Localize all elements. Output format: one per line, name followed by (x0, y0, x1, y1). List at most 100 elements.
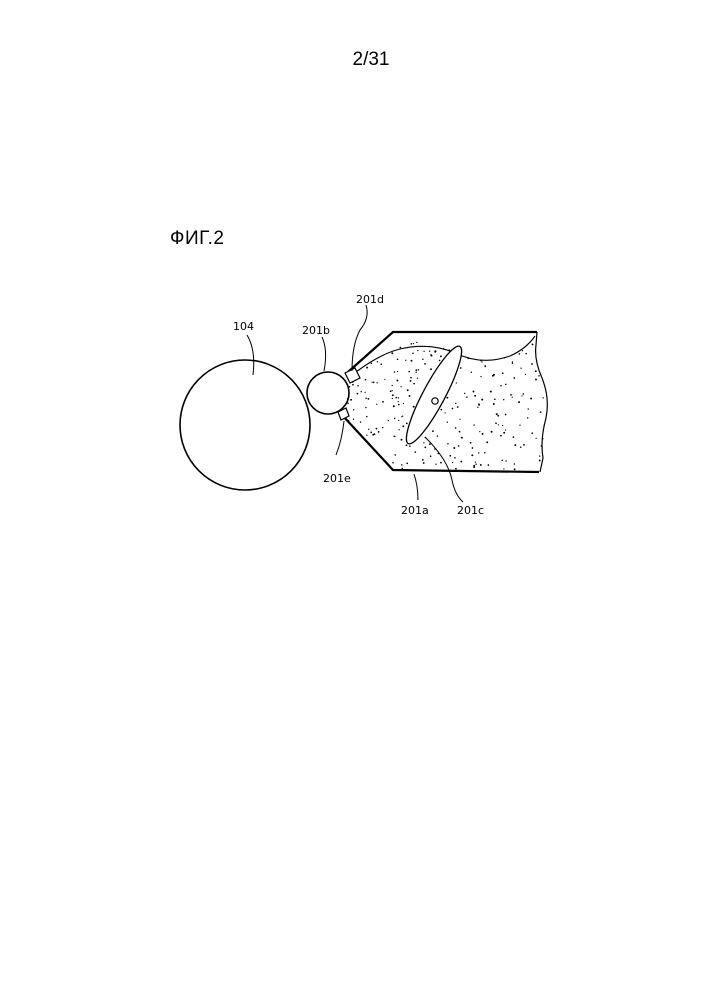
toner-dot (512, 361, 513, 362)
container-lower-wall (343, 416, 539, 472)
toner-dot (396, 397, 398, 399)
toner-dot (352, 384, 354, 386)
toner-dot (394, 371, 396, 373)
toner-dot (503, 399, 504, 400)
toner-dot (440, 409, 442, 411)
toner-dot (527, 417, 529, 419)
toner-dot (460, 367, 462, 369)
toner-dot (380, 363, 382, 365)
toner-dot (510, 394, 512, 396)
label-201e: 201e (323, 472, 351, 485)
toner-dot (411, 360, 413, 362)
toner-dot (503, 432, 505, 434)
toner-dot (392, 398, 393, 399)
toner-dot (475, 463, 476, 464)
toner-dot (447, 443, 449, 445)
leader-201a (414, 474, 418, 500)
toner-dot (402, 415, 403, 416)
toner-dot (459, 431, 461, 433)
toner-dot (512, 397, 513, 398)
toner-dot (461, 437, 463, 439)
toner-dot (440, 462, 442, 464)
toner-dot (368, 398, 370, 400)
toner-dot (399, 347, 401, 349)
toner-dot (365, 397, 367, 399)
toner-dot (410, 380, 412, 382)
toner-dot (390, 390, 392, 392)
toner-dot (374, 433, 376, 435)
toner-dot (392, 394, 394, 396)
toner-dot (452, 408, 454, 410)
toner-dot (440, 355, 442, 357)
toner-dot (364, 392, 365, 393)
toner-dot (394, 418, 396, 420)
toner-dot (530, 398, 532, 400)
toner-dot (492, 375, 494, 377)
toner-dot (414, 451, 416, 453)
toner-dot (471, 372, 472, 373)
agitator-blade (398, 341, 469, 448)
toner-dot (392, 462, 393, 463)
toner-dot (493, 403, 495, 405)
toner-dot (400, 386, 401, 387)
toner-dot (514, 463, 516, 465)
toner-dot (488, 464, 490, 466)
toner-dot (513, 436, 515, 438)
toner-dot (456, 382, 457, 383)
toner-dot (473, 424, 474, 425)
toner-dot (473, 391, 475, 393)
toner-dot (393, 435, 394, 436)
toner-dot (418, 369, 419, 370)
toner-dot (481, 361, 482, 362)
toner-dot (408, 371, 410, 373)
toner-dot (525, 353, 527, 355)
label-201b: 201b (302, 324, 330, 337)
toner-dot (538, 375, 539, 376)
toner-dot (423, 442, 424, 443)
toner-dot (407, 389, 409, 391)
toner-dot (376, 404, 377, 405)
toner-dot (458, 445, 460, 447)
toner-dot (505, 460, 506, 461)
toner-dot (525, 374, 526, 375)
toner-dot (459, 419, 460, 420)
toner-dot (365, 407, 366, 408)
toner-dot (413, 343, 414, 344)
toner-dot (500, 385, 501, 386)
toner-dot (397, 359, 399, 361)
toner-dot (478, 452, 479, 453)
toner-dot (357, 393, 359, 395)
toner-dot (409, 395, 411, 397)
toner-dot (435, 464, 436, 465)
toner-dot (388, 420, 389, 421)
toner-dot (423, 351, 424, 352)
toner-dot (366, 435, 367, 436)
toner-dot (503, 468, 504, 469)
toner-dot (513, 377, 515, 379)
toner-dot (505, 414, 507, 416)
toner-dot (502, 372, 504, 374)
toner-dot (454, 457, 456, 459)
leader-104 (247, 335, 254, 375)
leader-201b (322, 337, 326, 371)
toner-dot (500, 435, 502, 437)
toner-dot (495, 422, 497, 424)
toner-dot (479, 431, 480, 432)
toner-dot (417, 377, 418, 378)
toner-dot (439, 360, 441, 362)
toner-dot (365, 379, 367, 381)
toner-dot (384, 379, 385, 380)
toner-dot (543, 397, 544, 398)
toner-dot (391, 352, 393, 354)
toner-dot (520, 368, 521, 369)
toner-dot (416, 342, 417, 343)
toner-dot (539, 455, 540, 456)
toner-dot (430, 354, 432, 356)
label-201c: 201c (457, 504, 484, 517)
toner-dot (349, 386, 351, 388)
toner-dot (512, 362, 513, 363)
toner-dot (437, 435, 438, 436)
toner-dot (350, 399, 352, 401)
toner-dot (539, 460, 541, 462)
